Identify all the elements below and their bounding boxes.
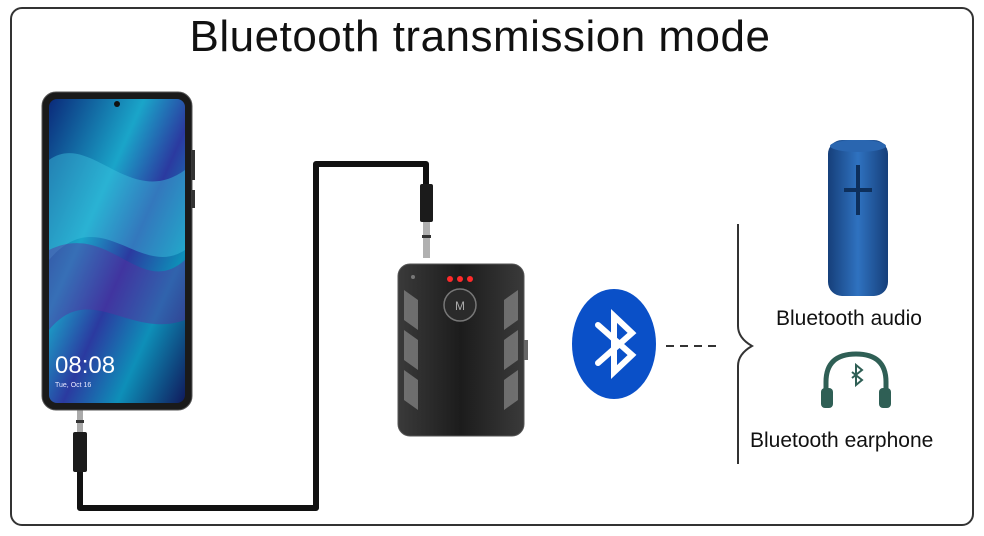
diagram-title: Bluetooth transmission mode bbox=[189, 12, 771, 61]
led-indicator bbox=[457, 276, 463, 282]
smartphone bbox=[41, 91, 195, 411]
bluetooth-icon bbox=[572, 289, 656, 399]
phone-clock: 08:08 bbox=[55, 352, 116, 379]
audio-cable bbox=[77, 161, 429, 511]
device-aux-plug bbox=[420, 184, 433, 258]
targets-brace bbox=[737, 224, 755, 464]
led-indicator bbox=[447, 276, 453, 282]
speaker-icon bbox=[828, 140, 888, 296]
mode-button-label: M bbox=[455, 299, 465, 313]
bluetooth-transmitter bbox=[397, 263, 528, 437]
label-bluetooth-earphone: Bluetooth earphone bbox=[750, 429, 934, 452]
phone-date: Tue, Oct 16 bbox=[55, 382, 92, 389]
front-camera-icon bbox=[114, 101, 120, 107]
diagram-frame bbox=[10, 7, 974, 526]
led-indicator bbox=[467, 276, 473, 282]
phone-aux-plug bbox=[73, 410, 87, 472]
label-bluetooth-audio: Bluetooth audio bbox=[776, 307, 922, 330]
headphones-icon bbox=[821, 351, 891, 408]
mode-button bbox=[443, 288, 477, 322]
